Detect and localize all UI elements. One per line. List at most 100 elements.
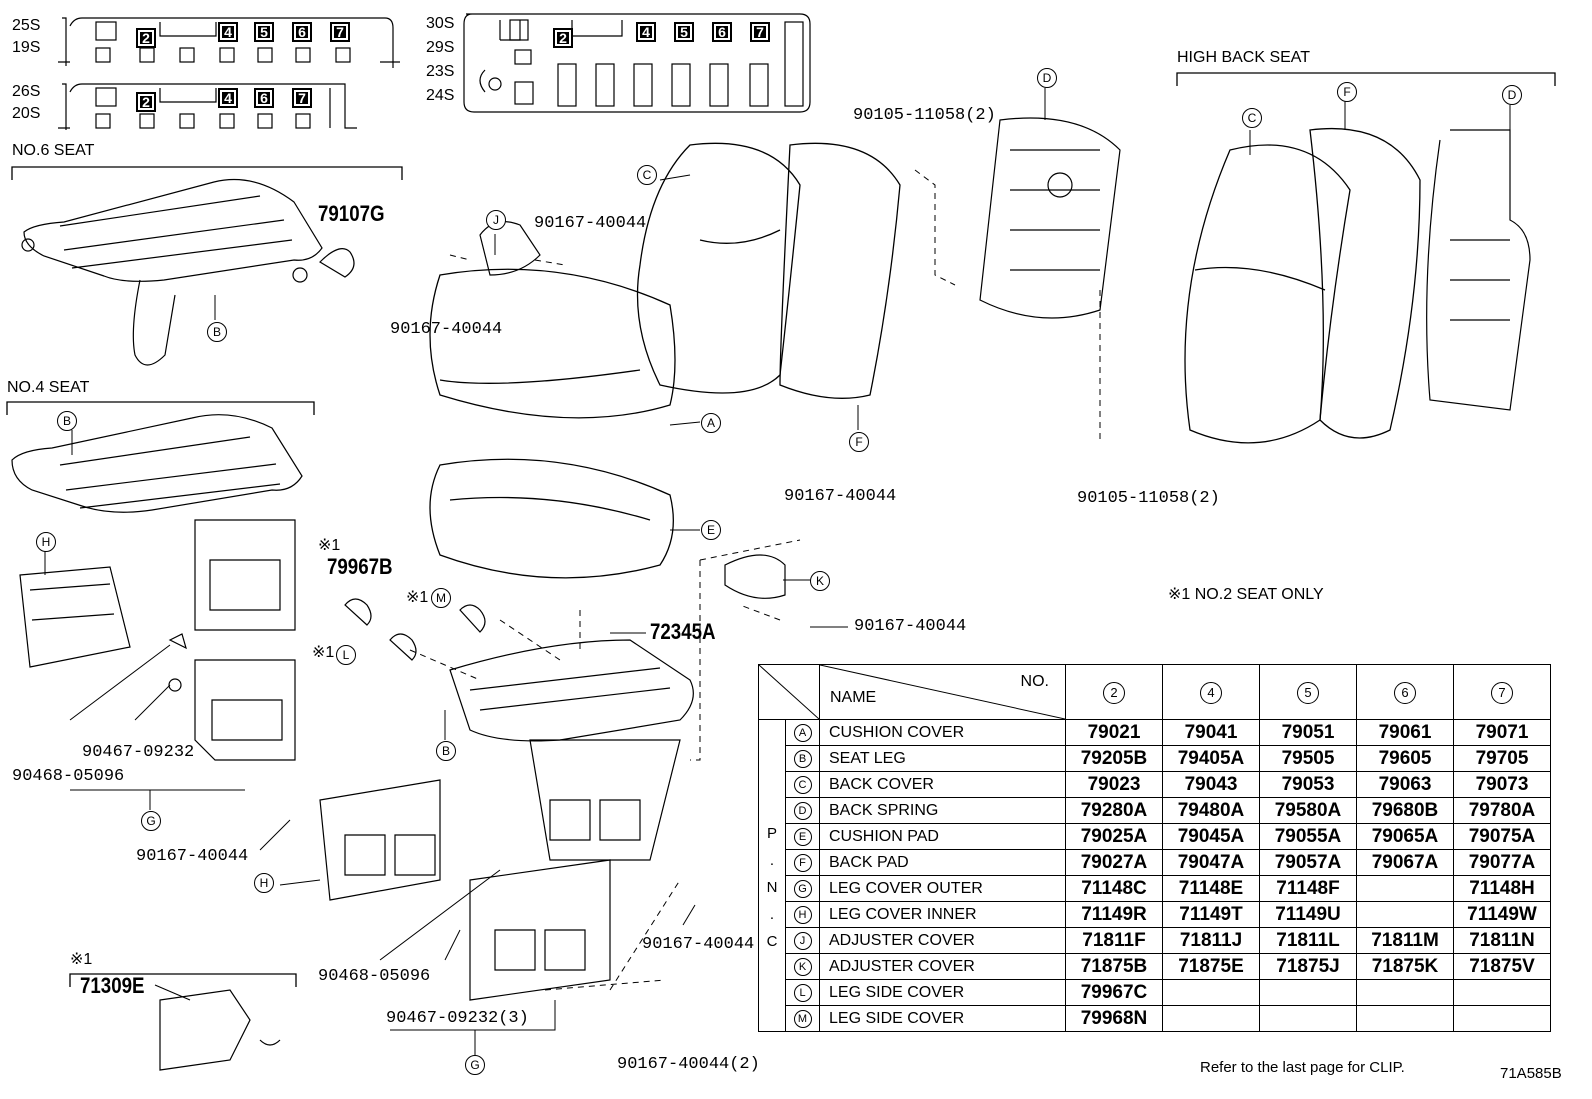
seat-box: 2 [136, 28, 156, 48]
table-part-cell[interactable]: 71811F [1065, 927, 1163, 954]
table-part-cell[interactable]: 79053 [1259, 771, 1357, 798]
table-part-cell[interactable]: 79705 [1453, 745, 1551, 772]
part-number[interactable]: 90167-40044 [534, 214, 647, 233]
table-part-cell[interactable]: 71148F [1259, 875, 1357, 902]
table-part-cell[interactable]: 71811L [1259, 927, 1357, 954]
part-number[interactable]: 79967B [327, 554, 393, 579]
table-part-cell[interactable]: 79045A [1162, 823, 1260, 850]
table-part-cell[interactable]: 71875J [1259, 953, 1357, 980]
callout-b[interactable]: B [57, 411, 77, 431]
seat-map-outline-3 [463, 13, 811, 113]
table-part-cell[interactable]: 71811J [1162, 927, 1260, 954]
part-number[interactable]: 90167-40044 [390, 320, 503, 339]
part-number[interactable]: 90167-40044(2) [617, 1055, 760, 1074]
callout-b[interactable]: B [207, 322, 227, 342]
table-part-cell[interactable]: 79051 [1259, 719, 1357, 746]
part-number[interactable]: 71309E [80, 973, 145, 998]
table-part-cell[interactable]: 71875E [1162, 953, 1260, 980]
table-part-cell[interactable]: 79063 [1356, 771, 1454, 798]
callout-m[interactable]: M [431, 588, 451, 608]
row-key-circle: M [793, 1010, 812, 1028]
table-part-cell[interactable]: 79021 [1065, 719, 1163, 746]
table-part-cell[interactable]: 79025A [1065, 823, 1163, 850]
part-number[interactable]: 90105-11058(2) [853, 106, 996, 125]
callout-e[interactable]: E [701, 520, 721, 540]
callout-c[interactable]: C [1242, 108, 1262, 128]
callout-l[interactable]: L [336, 645, 356, 665]
callout-f[interactable]: F [849, 432, 869, 452]
table-part-cell[interactable]: 79605 [1356, 745, 1454, 772]
table-part-cell[interactable]: 79041 [1162, 719, 1260, 746]
table-part-cell[interactable]: 79968N [1065, 1005, 1163, 1032]
table-part-cell[interactable]: 71148E [1162, 875, 1260, 902]
table-part-cell[interactable]: 71149W [1453, 901, 1551, 928]
callout-k[interactable]: K [810, 571, 830, 591]
part-number[interactable]: 90468-05096 [12, 767, 125, 786]
table-part-cell[interactable]: 71149R [1065, 901, 1163, 928]
part-number[interactable]: 90467-09232(3) [386, 1009, 529, 1028]
table-row-name: BACK SPRING [819, 797, 1066, 824]
table-part-cell[interactable]: 79023 [1065, 771, 1163, 798]
table-part-cell[interactable]: 79047A [1162, 849, 1260, 876]
table-part-cell[interactable]: 79680B [1356, 797, 1454, 824]
note-mark: ※1 [70, 951, 93, 968]
table-part-cell[interactable]: 71148H [1453, 875, 1551, 902]
table-part-cell[interactable]: 79280A [1065, 797, 1163, 824]
table-part-cell[interactable]: 79075A [1453, 823, 1551, 850]
table-part-cell [1453, 1005, 1551, 1032]
callout-d[interactable]: D [1502, 85, 1522, 105]
table-part-cell[interactable]: 71875V [1453, 953, 1551, 980]
table-part-cell[interactable]: 79055A [1259, 823, 1357, 850]
header-diagonal [820, 665, 1065, 719]
table-part-cell[interactable]: 79043 [1162, 771, 1260, 798]
part-number[interactable]: 90167-40044 [136, 847, 249, 866]
table-part-cell[interactable]: 79073 [1453, 771, 1551, 798]
back-springs [979, 117, 1531, 411]
table-part-cell[interactable]: 79077A [1453, 849, 1551, 876]
callout-c[interactable]: C [637, 165, 657, 185]
table-part-cell[interactable]: 71149U [1259, 901, 1357, 928]
callout-b[interactable]: B [436, 741, 456, 761]
table-part-cell[interactable]: 79967C [1065, 979, 1163, 1006]
table-part-cell[interactable]: 79205B [1065, 745, 1163, 772]
callout-f[interactable]: F [1337, 82, 1357, 102]
table-part-cell[interactable]: 71811N [1453, 927, 1551, 954]
table-part-cell[interactable]: 79061 [1356, 719, 1454, 746]
part-number[interactable]: 90167-40044 [784, 487, 897, 506]
part-number[interactable]: 90467-09232 [82, 743, 195, 762]
table-part-cell[interactable]: 79057A [1259, 849, 1357, 876]
row-key-circle: G [793, 880, 812, 898]
row-key-circle: A [793, 724, 812, 742]
callout-d[interactable]: D [1037, 68, 1057, 88]
callout-a[interactable]: A [701, 413, 721, 433]
table-part-cell[interactable]: 79067A [1356, 849, 1454, 876]
table-part-cell[interactable]: 71875B [1065, 953, 1163, 980]
table-part-cell[interactable]: 79780A [1453, 797, 1551, 824]
table-part-cell[interactable]: 79027A [1065, 849, 1163, 876]
table-part-cell[interactable]: 79405A [1162, 745, 1260, 772]
callout-j[interactable]: J [486, 210, 506, 230]
callout-h[interactable]: H [36, 532, 56, 552]
table-part-cell[interactable]: 71875K [1356, 953, 1454, 980]
callout-g[interactable]: G [141, 811, 161, 831]
table-part-cell[interactable]: 79065A [1356, 823, 1454, 850]
table-part-cell[interactable]: 79480A [1162, 797, 1260, 824]
part-number[interactable]: 79107G [318, 201, 385, 226]
table-part-cell[interactable]: 79071 [1453, 719, 1551, 746]
table-part-cell[interactable]: 79505 [1259, 745, 1357, 772]
bracket-highback [1176, 72, 1556, 86]
callout-h[interactable]: H [254, 873, 274, 893]
part-number[interactable]: 90167-40044 [854, 617, 967, 636]
part-number[interactable]: 90468-05096 [318, 967, 431, 986]
callout-g[interactable]: G [465, 1055, 485, 1075]
table-part-cell[interactable]: 71148C [1065, 875, 1163, 902]
table-part-cell[interactable]: 79580A [1259, 797, 1357, 824]
part-number[interactable]: 90105-11058(2) [1077, 489, 1220, 508]
part-number[interactable]: 72345A [650, 619, 716, 644]
table-part-cell [1162, 1005, 1260, 1032]
table-part-cell[interactable]: 71149T [1162, 901, 1260, 928]
table-part-cell[interactable]: 71811M [1356, 927, 1454, 954]
part-number[interactable]: 90167-40044 [642, 935, 755, 954]
